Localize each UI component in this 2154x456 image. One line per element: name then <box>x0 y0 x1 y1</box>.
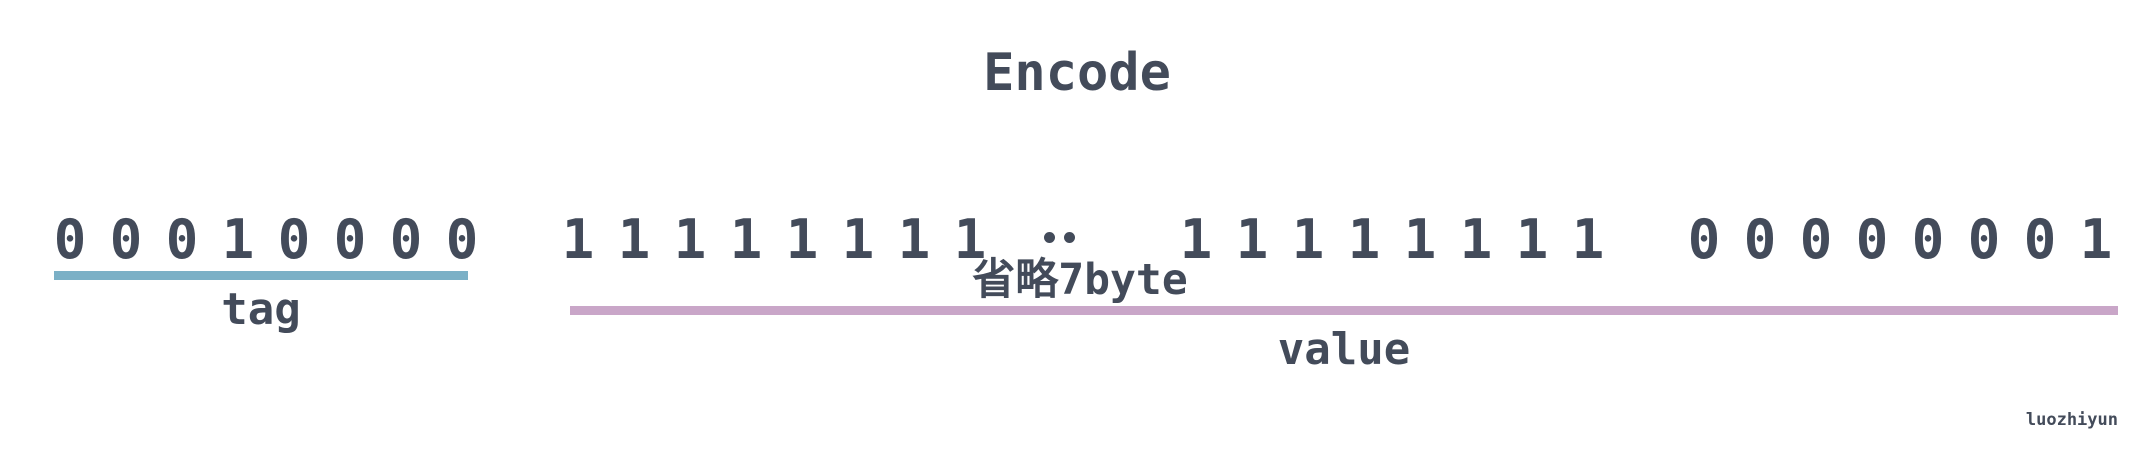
bit: 0 <box>1799 208 1833 271</box>
bit: 1 <box>1179 208 1213 271</box>
omitted-bytes-label: 省略7byte <box>972 255 1188 305</box>
bit: 1 <box>953 208 987 271</box>
bit: 0 <box>445 208 479 271</box>
author-credit: luozhiyun <box>2025 410 2118 430</box>
ellipsis-dot <box>1064 232 1075 243</box>
bit: 0 <box>1855 208 1889 271</box>
bit: 0 <box>109 208 143 271</box>
bit: 1 <box>841 208 875 271</box>
bit: 1 <box>617 208 651 271</box>
bit: 0 <box>1743 208 1777 271</box>
bit: 0 <box>389 208 423 271</box>
bit: 1 <box>221 208 255 271</box>
value-underline-bar <box>570 306 2118 315</box>
bit: 0 <box>1967 208 2001 271</box>
bit: 0 <box>2023 208 2057 271</box>
bit: 1 <box>1515 208 1549 271</box>
bit: 1 <box>1235 208 1269 271</box>
bit: 1 <box>673 208 707 271</box>
bit: 0 <box>277 208 311 271</box>
bit: 0 <box>333 208 367 271</box>
bit: 1 <box>1571 208 1605 271</box>
tag-label: tag <box>221 284 301 335</box>
bit: 1 <box>897 208 931 271</box>
bit: 0 <box>165 208 199 271</box>
bit: 1 <box>1291 208 1325 271</box>
bit: 0 <box>1911 208 1945 271</box>
bit: 1 <box>1403 208 1437 271</box>
diagram-title: Encode <box>983 43 1171 103</box>
bit: 1 <box>1347 208 1381 271</box>
ellipsis-dots <box>1040 232 1080 252</box>
ellipsis-dot <box>1044 232 1055 243</box>
bit: 1 <box>1459 208 1493 271</box>
tag-underline-bar <box>54 271 468 280</box>
bit: 1 <box>2079 208 2113 271</box>
bit: 0 <box>53 208 87 271</box>
bit: 1 <box>561 208 595 271</box>
value-label: value <box>1277 324 1411 375</box>
bit: 1 <box>785 208 819 271</box>
bit: 0 <box>1687 208 1721 271</box>
bit: 1 <box>729 208 763 271</box>
